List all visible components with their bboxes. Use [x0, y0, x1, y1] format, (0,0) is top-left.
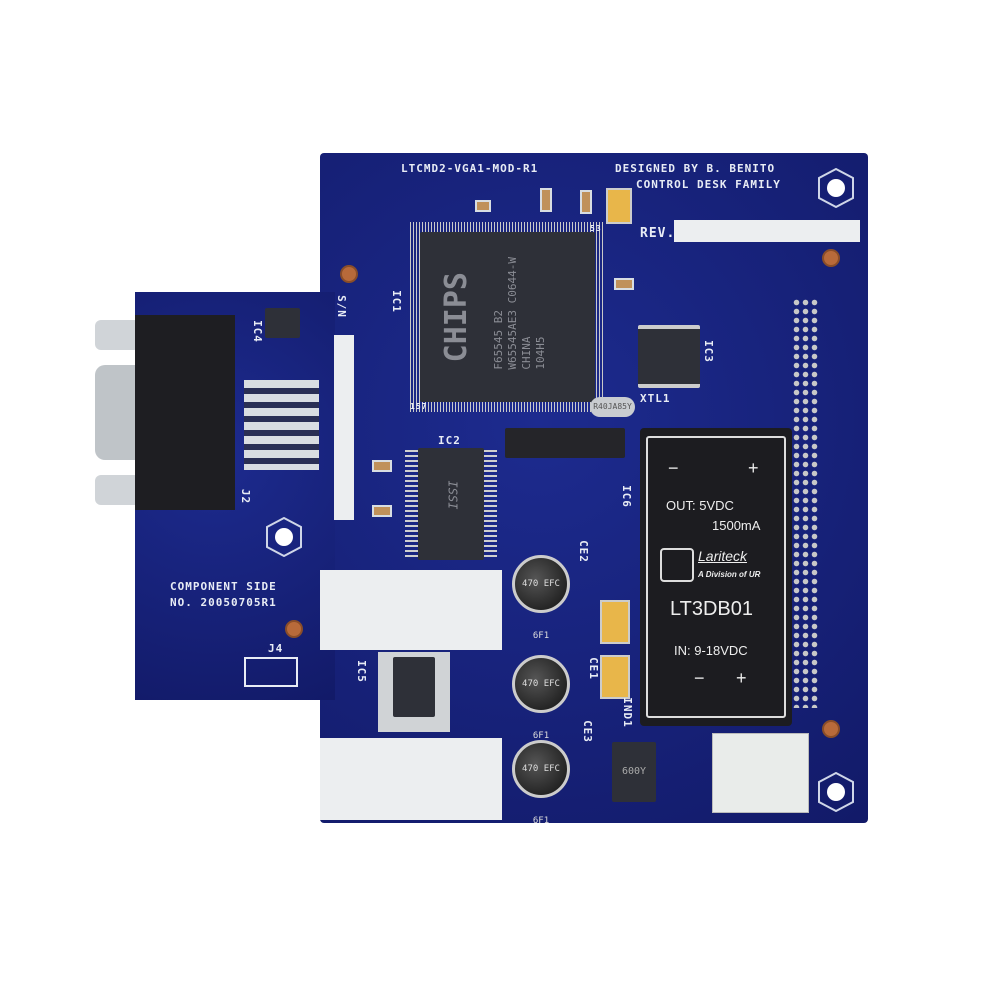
chip-line1: F65545 B2	[492, 309, 505, 370]
chip-text-block: F65545 B2 W65545AE3 C0644-W CHINA 104H5	[492, 257, 548, 370]
capacitor-ce3: 470 EFC 6F1	[512, 740, 570, 826]
brand-subtitle: A Division of UR	[698, 570, 761, 579]
j4-jumper	[244, 657, 298, 687]
ref-ic5: IC5	[354, 660, 368, 683]
pin-53-label: 53	[590, 224, 602, 233]
smd-resistor	[475, 200, 491, 212]
output-current: 1500mA	[712, 518, 761, 533]
sn-field	[334, 335, 354, 520]
ref-ind: IND1	[620, 697, 634, 728]
ref-j4: J4	[268, 642, 284, 655]
input-voltage: IN: 9-18VDC	[674, 643, 748, 658]
chip-line2: W65545AE3 C0644-W	[506, 257, 519, 370]
side-label: COMPONENT SIDE	[170, 580, 277, 593]
ic2-chip: ISSI	[418, 448, 484, 560]
vga-connector	[95, 315, 235, 510]
ref-ic6: IC6	[619, 485, 633, 508]
label-sticker	[320, 570, 502, 650]
ic5-regulator	[378, 652, 450, 732]
power-connector	[712, 733, 809, 813]
pin-header	[792, 298, 818, 708]
tantalum-capacitor	[600, 655, 630, 699]
copper-pad-icon	[822, 720, 840, 738]
input-plus-label: +	[736, 668, 747, 688]
capacitor-ce1: 470 EFC 6F1	[512, 655, 570, 741]
tantalum-capacitor	[606, 188, 632, 224]
chip-brand: CHIPS	[439, 272, 474, 363]
ref-ic3: IC3	[701, 340, 715, 363]
ic4-chip	[265, 308, 300, 338]
ref-j2: J2	[239, 488, 253, 505]
mounting-hole-icon	[816, 167, 856, 209]
smd-resistor	[540, 188, 552, 212]
capacitor-ce2: 470 EFC 6F1	[512, 555, 570, 641]
output-plus-label: +	[748, 458, 759, 478]
copper-pad-icon	[285, 620, 303, 638]
tantalum-capacitor	[600, 600, 630, 644]
rev-label: REV.	[640, 226, 676, 241]
ref-ic4: IC4	[250, 320, 264, 343]
smd-resistor	[372, 505, 392, 517]
crystal: R40JA85Y	[590, 397, 635, 417]
ic3-chip	[638, 325, 700, 388]
mounting-hole-icon	[816, 771, 856, 813]
rev-field	[674, 220, 860, 242]
smd-resistor	[614, 278, 634, 290]
board-title: LTCMD2-VGA1-MOD-R1	[401, 162, 539, 175]
ic1-chip: CHIPS F65545 B2 W65545AE3 C0644-W CHINA …	[420, 232, 595, 402]
ic6-chip	[505, 428, 625, 458]
input-minus-label: −	[694, 668, 705, 688]
copper-pad-icon	[822, 249, 840, 267]
smd-resistor	[372, 460, 392, 472]
smd-resistor	[580, 190, 592, 214]
chip-line3: CHINA	[520, 336, 533, 370]
dcdc-module: − + OUT: 5VDC 1500mA Lariteck A Division…	[640, 428, 792, 726]
family-label: CONTROL DESK FAMILY	[636, 178, 781, 191]
chip-line4: 104H5	[534, 336, 547, 370]
mounting-hole-icon	[264, 516, 304, 558]
lariteck-logo-icon	[660, 548, 694, 582]
designer-label: DESIGNED BY B. BENITO	[615, 162, 776, 175]
sn-label: S/N	[334, 295, 348, 318]
ref-ce1: CE1	[586, 657, 600, 680]
label-sticker	[320, 738, 502, 820]
ref-ce2: CE2	[576, 540, 590, 563]
ref-ce3: CE3	[580, 720, 594, 743]
output-minus-label: −	[668, 458, 679, 478]
resistor-array	[244, 380, 319, 470]
ref-ic2: IC2	[438, 434, 461, 447]
brand-name: Lariteck	[698, 548, 748, 564]
number-label: NO. 20050705R1	[170, 596, 277, 609]
output-voltage: OUT: 5VDC	[666, 498, 734, 513]
copper-pad-icon	[340, 265, 358, 283]
pin-157-label: 157	[410, 402, 428, 411]
ref-xtal: XTL1	[640, 392, 671, 405]
inductor: 600Y	[612, 742, 656, 802]
ram-brand: ISSI	[445, 480, 460, 510]
ref-ic1: IC1	[389, 290, 403, 313]
model-number: LT3DB01	[670, 598, 754, 620]
